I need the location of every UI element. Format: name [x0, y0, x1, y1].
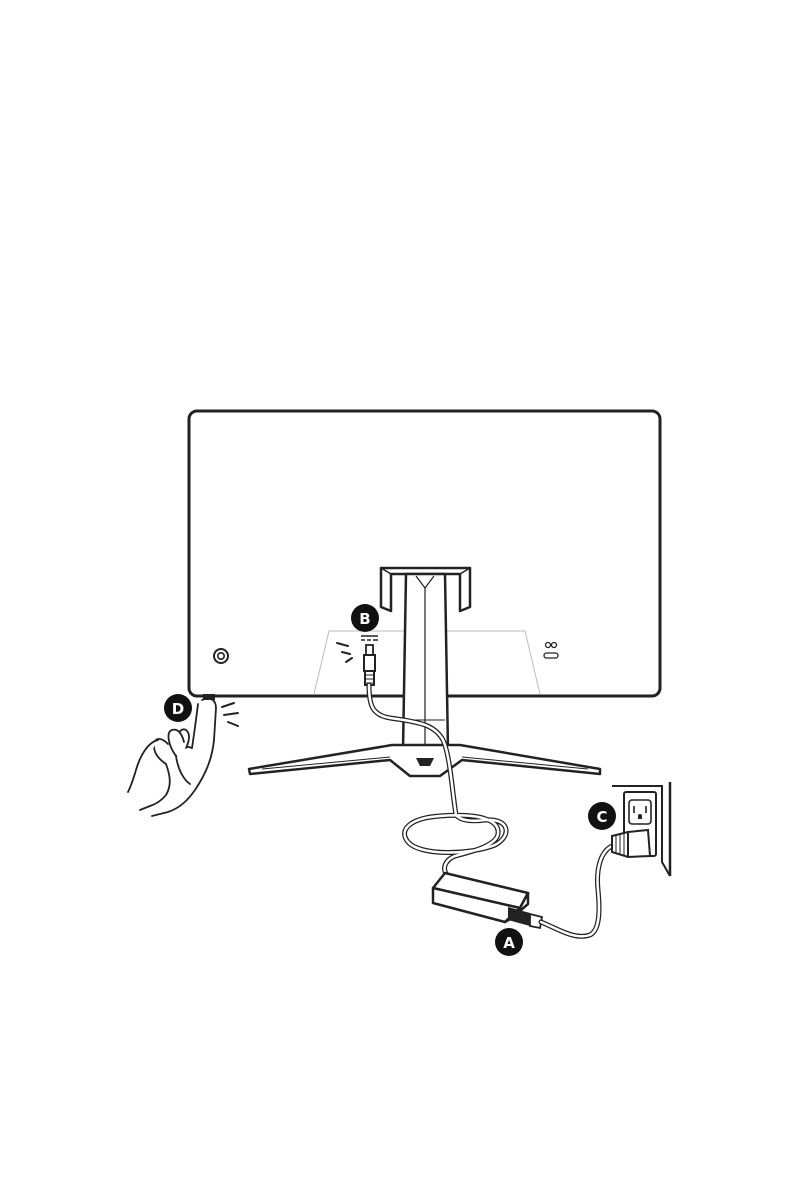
callout-a: A [495, 928, 523, 956]
callout-c: C [588, 802, 616, 830]
power-adapter[interactable] [433, 873, 542, 928]
joystick-button[interactable] [203, 694, 215, 700]
ac-cable [541, 846, 612, 936]
callout-d: D [164, 694, 192, 722]
callout-b: B [351, 604, 379, 632]
callout-d-label: D [172, 700, 184, 718]
callout-a-label: A [503, 934, 515, 952]
dc-plug[interactable] [364, 645, 375, 685]
stand-base [249, 745, 600, 776]
callout-c-label: C [596, 808, 607, 826]
callout-b-label: B [359, 610, 370, 628]
press-motion-marks [222, 703, 238, 726]
power-button-icon[interactable] [214, 649, 228, 663]
ac-plug[interactable] [612, 830, 650, 857]
wall-outlet [612, 782, 670, 876]
